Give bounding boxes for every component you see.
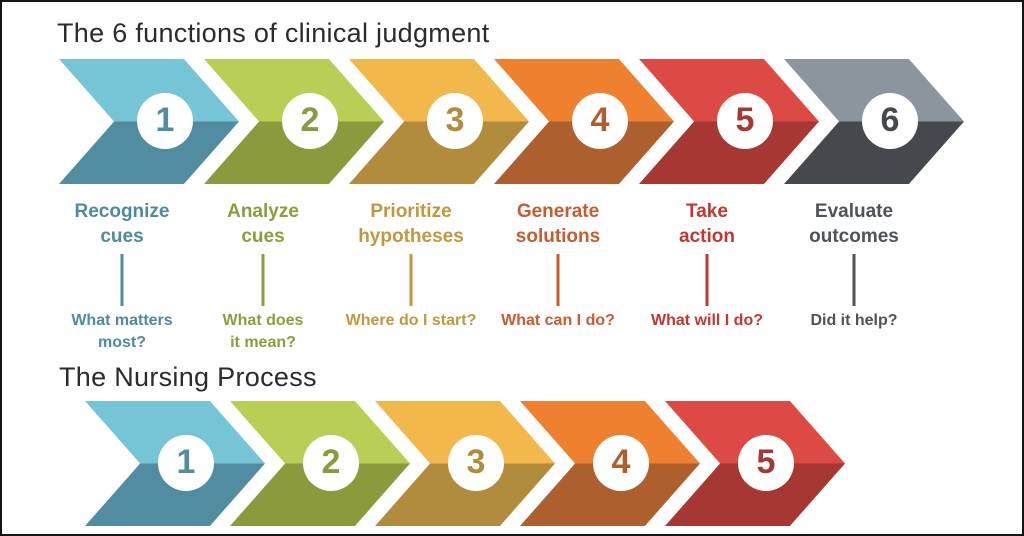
connector-line-6 [852,254,856,306]
step-number: 2 [300,100,320,139]
step-number: 6 [880,100,900,139]
step-label-take-action: Take action [679,201,735,247]
step-label-generate-solutions: Generate solutions [515,201,601,247]
step-number-badge: 2 [303,435,359,491]
question-did-it-help: Did it help? [810,312,898,329]
connector-line-2 [261,254,265,306]
step-label-recognize-cues: Recognize cues [74,201,170,247]
step-label-evaluate-outcomes: Evaluate outcomes [809,201,899,247]
step-number: 4 [590,100,610,139]
question-what-does-it-mean: What does it mean? [222,312,304,351]
step-number: 2 [321,442,341,481]
step-label-analyze-cues: Analyze cues [227,201,299,247]
step-number: 3 [466,442,486,481]
step-number: 1 [155,100,175,139]
step-number-badge: 5 [717,93,773,149]
connector-line-1 [120,254,124,306]
connector-line-5 [705,254,709,306]
question-what-matters-most: What matters most? [71,312,173,351]
step-label-prioritize-hypotheses: Prioritize hypotheses [358,201,464,247]
step-number-badge: 3 [427,93,483,149]
nursing-chevron-step-1: 1 [85,401,265,526]
step-number: 5 [735,100,755,139]
step-number-badge: 4 [572,93,628,149]
step-number-badge: 4 [593,435,649,491]
connector-line-3 [409,254,413,306]
step-number-badge: 1 [158,435,214,491]
chevron-step-1: 1 [59,59,239,184]
connector-line-4 [556,254,560,306]
question-what-will-i-do: What will I do? [651,312,763,329]
step-number: 1 [176,442,196,481]
step-number-badge: 6 [862,93,918,149]
step-number-badge: 1 [137,93,193,149]
step-number: 5 [756,442,776,481]
nursing-process-title: The Nursing Process [59,362,317,392]
question-where-do-i-start: Where do I start? [345,312,477,329]
step-number-badge: 5 [738,435,794,491]
step-number: 3 [445,100,465,139]
clinical-judgment-title: The 6 functions of clinical judgment [57,18,490,48]
step-number-badge: 3 [448,435,504,491]
question-what-can-i-do: What can I do? [501,312,615,329]
step-number-badge: 2 [282,93,338,149]
step-number: 4 [611,442,631,481]
